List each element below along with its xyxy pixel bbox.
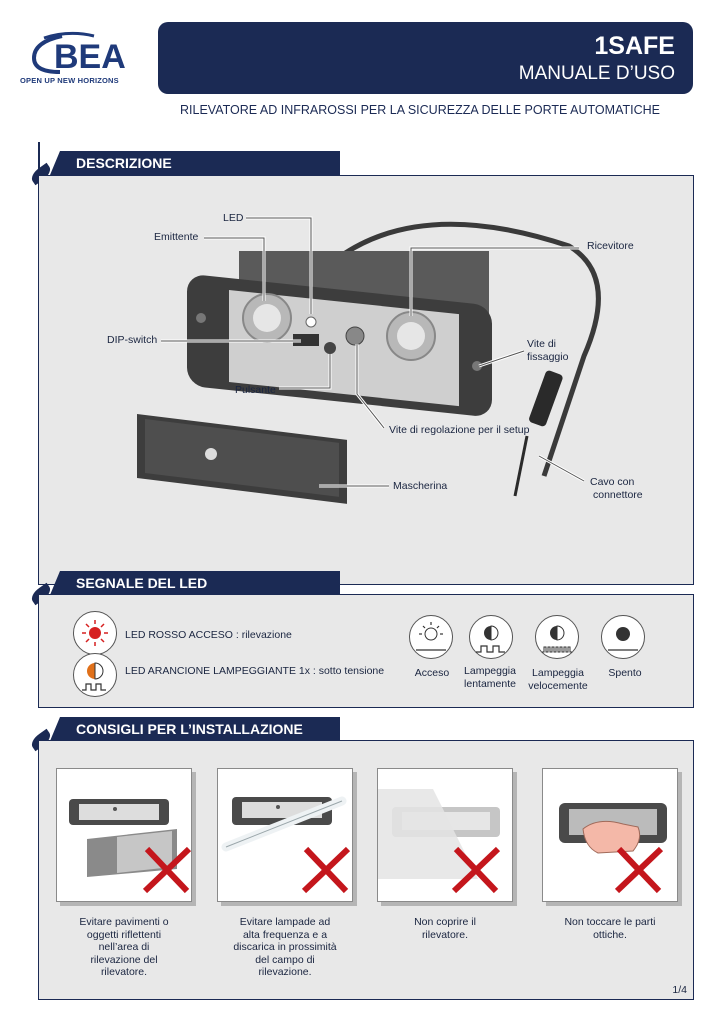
led-on-icon bbox=[409, 615, 453, 659]
tip-card-do-not-touch bbox=[542, 768, 678, 902]
state-slow-label-1: Lampeggia bbox=[464, 665, 516, 677]
label-led: LED bbox=[223, 212, 244, 224]
logo-wordmark: BEA bbox=[54, 38, 126, 76]
tip-card-lamps bbox=[217, 768, 353, 902]
tip-card-reflective-floor bbox=[56, 768, 192, 902]
cross-icon bbox=[614, 846, 664, 894]
label-button: Pulsante bbox=[235, 384, 276, 396]
label-mask: Mascherina bbox=[393, 480, 448, 492]
led-fast-blink-icon bbox=[535, 615, 579, 659]
label-receiver: Ricevitore bbox=[587, 240, 634, 252]
orange-led-description: LED ARANCIONE LAMPEGGIANTE 1x : sotto te… bbox=[125, 665, 385, 677]
state-off-label: Spento bbox=[608, 667, 642, 679]
bea-logo: BEA bbox=[14, 28, 154, 88]
description-panel: LED Emittente Ricevitore DIP-switch Vite… bbox=[38, 175, 694, 585]
document-type: MANUALE D’USO bbox=[518, 63, 675, 84]
state-fast-label-2: velocemente bbox=[528, 680, 588, 692]
tip-card-do-not-cover bbox=[377, 768, 513, 902]
cross-icon bbox=[451, 846, 501, 894]
page-subtitle: RILEVATORE AD INFRAROSSI PER LA SICUREZZ… bbox=[180, 103, 660, 117]
cross-icon bbox=[142, 846, 192, 894]
section-rule bbox=[38, 142, 40, 176]
section-heading-installation: CONSIGLI PER L’INSTALLAZIONE bbox=[50, 717, 340, 741]
section-heading-led-signal: SEGNALE DEL LED bbox=[50, 571, 340, 595]
orange-led-icon bbox=[73, 653, 117, 697]
page-number: 1/4 bbox=[672, 984, 687, 996]
logo-tagline: OPEN UP NEW HORIZONS bbox=[20, 76, 119, 85]
label-fixing-screw-2: fissaggio bbox=[527, 351, 569, 363]
label-emitter: Emittente bbox=[154, 231, 199, 243]
state-on-label: Acceso bbox=[414, 667, 450, 679]
label-cable-1: Cavo con bbox=[590, 476, 635, 488]
label-cable-2: connettore bbox=[593, 489, 643, 501]
led-off-icon bbox=[601, 615, 645, 659]
title-banner: 1SAFE MANUALE D’USO bbox=[158, 22, 693, 94]
state-slow-label-2: lentamente bbox=[464, 678, 516, 690]
label-fixing-screw-1: Vite di bbox=[527, 338, 556, 350]
state-fast-label-1: Lampeggia bbox=[532, 667, 584, 679]
led-slow-blink-icon bbox=[469, 615, 513, 659]
cross-icon bbox=[301, 846, 351, 894]
section-heading-description: DESCRIZIONE bbox=[50, 151, 340, 175]
red-led-description: LED ROSSO ACCESO : rilevazione bbox=[125, 629, 292, 641]
product-name: 1SAFE bbox=[594, 32, 675, 60]
label-dip-switch: DIP-switch bbox=[107, 334, 158, 346]
label-setup-screw: Vite di regolazione per il setup bbox=[389, 424, 530, 436]
led-signal-panel: LED ROSSO ACCESO : rilevazione LED ARANC… bbox=[38, 594, 694, 708]
red-led-icon bbox=[73, 611, 117, 655]
sensor-illustration bbox=[137, 216, 601, 504]
